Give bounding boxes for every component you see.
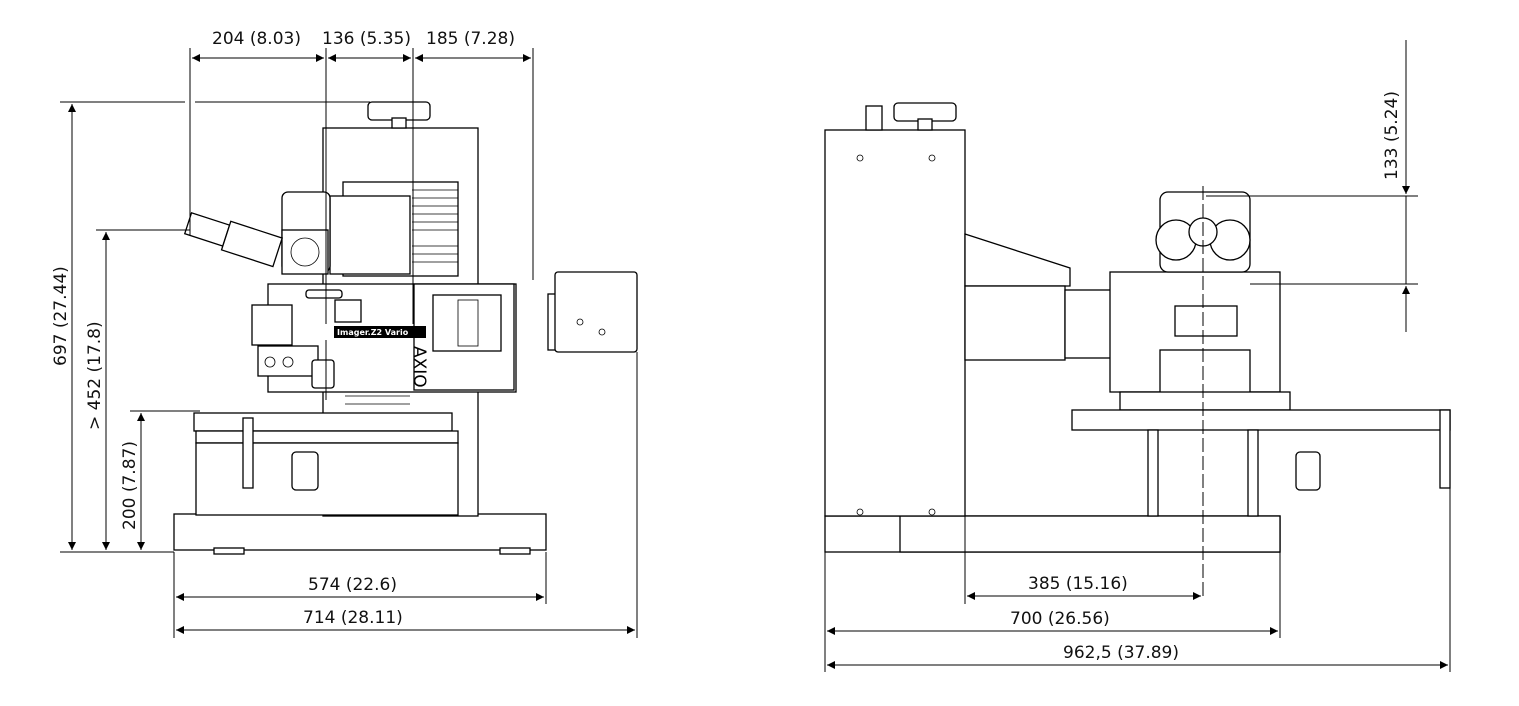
dim-top-3: 185 (7.28) [426, 29, 515, 49]
dim-height-eyepiece: > 452 (17.8) [85, 321, 105, 430]
lamp-arm [964, 233, 1071, 287]
dim-base-width: 700 (26.56) [1010, 609, 1110, 629]
dim-total-width: 962,5 (37.89) [1063, 643, 1179, 663]
dim-height-total: 697 (27.44) [51, 266, 71, 366]
side-view-microscope: AXIO Imager.Z2 Vario [173, 101, 638, 555]
objective [311, 359, 335, 389]
dim-total-depth: 714 (28.11) [303, 608, 403, 628]
eyepiece [183, 211, 231, 247]
camera-port [281, 229, 329, 275]
dim-top-1: 204 (8.03) [212, 29, 301, 49]
brand-label: AXIO [409, 346, 429, 388]
dim-center-offset: 385 (15.16) [1028, 574, 1128, 594]
dim-base-depth: 574 (22.6) [308, 575, 397, 595]
stage-knob [291, 451, 319, 491]
control-panel [1174, 305, 1238, 337]
front-column [824, 129, 966, 517]
front-view-microscope [824, 102, 1451, 553]
lamp-housing-rear [554, 271, 638, 353]
stage [193, 412, 453, 432]
base-plate [173, 513, 547, 551]
product-label-plate [334, 326, 426, 338]
side-view-dimensions: 204 (8.03) 136 (5.35) 185 (7.28) 697 (27… [51, 29, 638, 638]
product-label: Imager.Z2 Vario [337, 328, 409, 337]
front-stage [1071, 409, 1451, 431]
dim-height-stage: 200 (7.87) [120, 441, 140, 530]
dim-top-height: 133 (5.24) [1382, 91, 1402, 180]
focus-knob-top [367, 101, 431, 121]
front-view-dimensions: 133 (5.24) 385 (15.16) 700 (26.56) 962,5… [824, 40, 1451, 672]
dim-top-2: 136 (5.35) [322, 29, 411, 49]
